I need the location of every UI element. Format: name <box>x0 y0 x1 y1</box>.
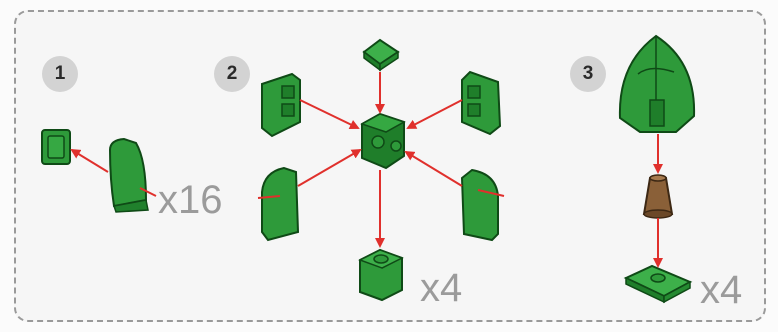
step1-arrow <box>70 148 109 173</box>
step3-cone-piece <box>642 174 674 219</box>
step-badge-2: 2 <box>214 56 250 92</box>
step3-base-plate <box>623 264 693 304</box>
step2-arrows <box>257 72 505 248</box>
step2-multiplier: x4 <box>420 266 463 310</box>
step2-top-cone-tile <box>362 38 400 72</box>
step2-bracket-upper-left <box>261 72 301 138</box>
step2-slope-lower-right <box>460 168 499 242</box>
step-number: 2 <box>226 63 238 84</box>
step-number: 3 <box>582 63 594 84</box>
step2-slope-lower-left <box>261 166 300 242</box>
step-badge-3: 3 <box>570 56 606 92</box>
step3-multiplier: x4 <box>700 268 743 312</box>
step1-arrow-tail <box>139 187 157 197</box>
step2-bracket-upper-right <box>461 70 502 136</box>
step1-curved-slope-brick <box>108 137 149 213</box>
step-badge-1: 1 <box>42 56 78 92</box>
step1-multiplier: x16 <box>158 178 223 222</box>
step1-small-plate-brick <box>41 129 71 165</box>
step2-bottom-brick <box>358 248 404 302</box>
step-number: 1 <box>54 63 66 84</box>
step2-center-cube-brick <box>360 112 406 170</box>
step3-spire-assembly <box>618 34 696 133</box>
